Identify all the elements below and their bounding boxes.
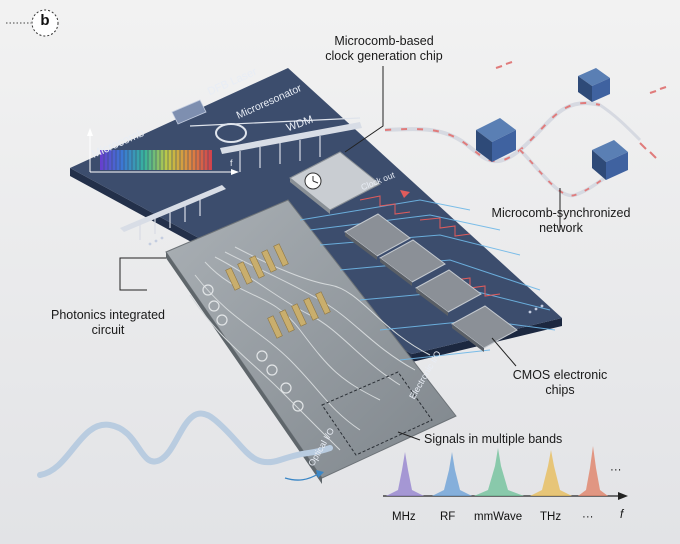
cmos-chip <box>379 239 446 286</box>
fiber-dashes <box>495 61 667 159</box>
dfb-laser <box>171 99 207 125</box>
bus-waveguide <box>189 117 361 127</box>
cmos-chip <box>451 305 518 352</box>
network-node <box>592 140 628 180</box>
clock-traces <box>359 195 501 297</box>
label-cmos: CMOS electronic chips <box>512 368 608 397</box>
panel-badge <box>31 9 59 37</box>
clock-hand-minute <box>312 180 319 184</box>
optical-input-arrow <box>284 473 319 481</box>
cmos-chip <box>344 213 411 260</box>
label-clock-chip: Microcomb-based clock generation chip <box>325 34 443 63</box>
network-fiber-2-pulses <box>519 149 611 197</box>
signal-region-outline <box>321 371 433 456</box>
band-mhz <box>386 452 424 496</box>
pic-ring-resonators <box>202 284 304 412</box>
band-thz <box>530 450 572 496</box>
spectrum-ellipsis-top: ··· <box>610 464 622 476</box>
label-signals: Signals in multiple bands <box>424 432 563 446</box>
band-mmwave <box>474 448 524 496</box>
band-label-rf: RF <box>440 511 456 523</box>
pic-heaters <box>225 243 331 339</box>
board-dots <box>148 236 544 314</box>
band-label-mhz: MHz <box>392 511 416 523</box>
clock-chip-edge <box>290 178 330 214</box>
spectrum-bands <box>386 446 608 496</box>
band-extra <box>578 446 608 496</box>
label-pic: Photonics integrated circuit <box>51 308 165 337</box>
network-nodes <box>476 68 628 180</box>
wdm-element <box>220 122 362 154</box>
waveguide-lines <box>139 136 321 240</box>
spectrum-axis-arrow <box>618 492 628 500</box>
leader-lines <box>119 66 561 441</box>
panel-letter: b <box>40 12 50 29</box>
label-network: Microcomb-synchronized network <box>491 206 631 235</box>
network-fiber-3 <box>599 103 642 142</box>
photonics-chip <box>165 199 457 479</box>
optical-input-arrowhead <box>316 470 324 478</box>
splitter-bar <box>120 185 226 232</box>
network-node <box>476 118 516 162</box>
label-comb-f-axis: f <box>230 158 233 168</box>
spectrum-chart <box>383 446 628 500</box>
band-label-mmwave: mmWave <box>474 511 523 523</box>
band-label-ellipsis: ··· <box>582 511 594 523</box>
band-rf <box>432 452 472 496</box>
cmos-chip <box>415 269 482 316</box>
band-label-thz: THz <box>540 511 562 523</box>
cmos-chips <box>344 213 518 352</box>
microcomb-inset <box>87 128 239 175</box>
spectrum-axis-label: f <box>620 509 624 521</box>
photonics-chip-edge <box>166 252 322 484</box>
optical-input-fiber <box>37 410 333 478</box>
network-node <box>578 68 610 102</box>
clock-out-arrow <box>400 190 410 198</box>
